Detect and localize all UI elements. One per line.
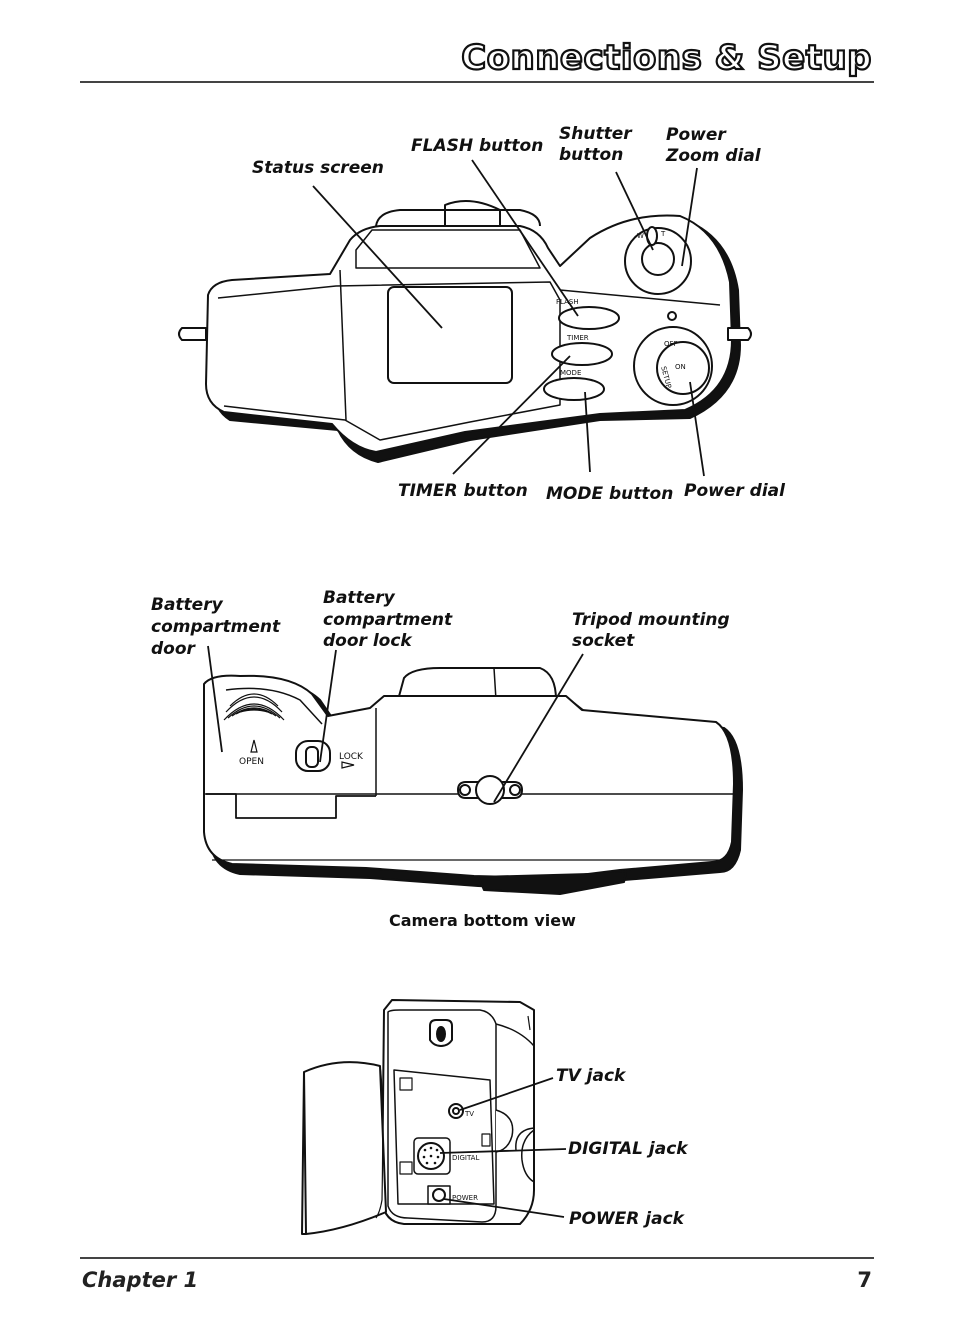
timer-marking: TIMER (566, 334, 589, 342)
lock-label-line2: compartment (323, 610, 453, 630)
zoom-label-line1: Power (666, 125, 726, 145)
footer-rule (80, 1257, 874, 1259)
power-jack-label: POWER jack (569, 1209, 684, 1229)
shutter-label-line2: button (559, 145, 624, 165)
open-marking: OPEN (239, 757, 264, 767)
wide-marking: W (637, 232, 644, 240)
mode-button-label: MODE button (546, 484, 674, 504)
door-label-line1: Battery (151, 595, 223, 615)
door-label-line2: compartment (151, 617, 281, 637)
tripod-label-line1: Tripod mounting (572, 610, 730, 630)
status-screen-label: Status screen (252, 158, 384, 178)
header-rule (80, 81, 874, 83)
tv-marking: TV (464, 1110, 474, 1118)
zoom-label-line2: Zoom dial (666, 146, 761, 166)
bottom-view-caption: Camera bottom view (389, 911, 576, 930)
tele-marking: T (660, 230, 666, 238)
digital-marking: DIGITAL (452, 1154, 479, 1162)
power-marking: POWER (452, 1194, 478, 1202)
lock-label-line3: door lock (323, 631, 412, 651)
page-title: Connections & Setup (460, 37, 873, 79)
timer-button-label: TIMER button (398, 481, 528, 501)
flash-marking: FLASH (556, 298, 579, 306)
tv-jack-label: TV jack (556, 1066, 626, 1086)
chapter-label: Chapter 1 (82, 1268, 199, 1292)
lock-marking: LOCK (339, 752, 364, 762)
flash-button-label: FLASH button (411, 136, 544, 156)
door-label-line3: door (151, 639, 195, 659)
mode-marking: MODE (560, 369, 581, 377)
page-number: 7 (857, 1268, 872, 1292)
off-marking: OFF (664, 340, 678, 348)
digital-jack-label: DIGITAL jack (568, 1139, 688, 1159)
on-marking: ON (675, 363, 686, 371)
power-dial-label: Power dial (684, 481, 785, 501)
lock-label-line1: Battery (323, 588, 395, 608)
shutter-label-line1: Shutter (559, 124, 632, 144)
tripod-label-line2: socket (572, 631, 635, 651)
